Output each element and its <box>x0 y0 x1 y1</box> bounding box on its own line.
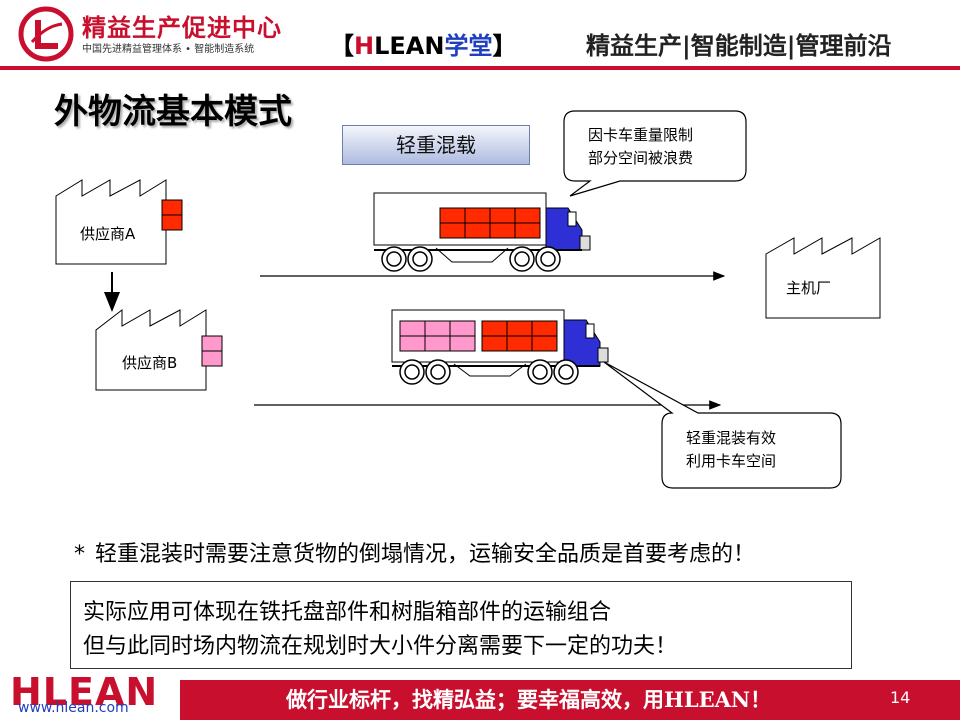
factory-main-plant: 主机厂 <box>765 237 881 319</box>
brand: 【HLEAN学堂】 <box>330 26 516 61</box>
brand-school: 学堂 <box>444 32 493 60</box>
page-number: 14 <box>890 688 911 707</box>
brand-h: H <box>354 32 375 60</box>
factory-supplier-a: 供应商A <box>55 179 183 265</box>
safety-note: * 轻重混装时需要注意货物的倒塌情况，运输安全品质是首要考虑的！ <box>74 536 755 568</box>
application-line-2: 但与此同时场内物流在规划时大小件分离需要下一定的功夫！ <box>83 634 678 659</box>
mix-label: 轻重混载 <box>342 125 530 165</box>
application-box: 实际应用可体现在铁托盘部件和树脂箱部件的运输组合 但与此同时场内物流在规划时大小… <box>70 581 852 669</box>
callout-bottom-line2: 利用卡车空间 <box>686 452 776 470</box>
factory-supplier-b: 供应商B <box>95 308 223 391</box>
callout-top-line2: 部分空间被浪费 <box>588 149 693 167</box>
logistics-diagram: 因卡车重量限制 部分空间被浪费 供应商A 供应商B 主机厂 <box>55 110 881 489</box>
brand-close: 】 <box>492 32 517 60</box>
truck-mixed-load <box>391 309 609 385</box>
callout-top-line1: 因卡车重量限制 <box>588 126 693 144</box>
callout-weight-limit: 因卡车重量限制 部分空间被浪费 <box>563 110 747 197</box>
supplier-b-label: 供应商B <box>122 354 177 372</box>
note-text: 轻重混装时需要注意货物的倒塌情况，运输安全品质是首要考虑的！ <box>95 542 756 567</box>
org-subtitle: 中国先进精益管理体系 • 智能制造系统 <box>82 44 255 55</box>
footer-logo-area <box>0 680 180 720</box>
org-name: 精益生产促进中心 <box>82 14 282 42</box>
callout-bottom-line1: 轻重混装有效 <box>686 429 776 447</box>
brand-lean: LEAN <box>374 32 445 60</box>
brand-open: 【 <box>330 32 354 60</box>
truck-heavy-load <box>373 192 591 272</box>
header-divider <box>0 66 960 70</box>
callout-mixed-load: 轻重混装有效 利用卡车空间 <box>603 361 842 489</box>
tagline: 精益生产|智能制造|管理前沿 <box>586 32 892 60</box>
logo-icon <box>18 6 74 62</box>
slide-title: 外物流基本模式 <box>54 92 292 132</box>
note-star: * <box>74 542 85 567</box>
main-plant-label: 主机厂 <box>786 279 831 297</box>
footer-slogan: 做行业标杆，找精弘益；要幸福高效，用HLEAN！ <box>286 687 772 712</box>
supplier-a-label: 供应商A <box>80 225 136 243</box>
application-line-1: 实际应用可体现在铁托盘部件和树脂箱部件的运输组合 <box>83 600 612 625</box>
footer-url[interactable]: www.hlean.com <box>18 700 129 716</box>
footer-logo: HLEAN <box>10 670 159 714</box>
